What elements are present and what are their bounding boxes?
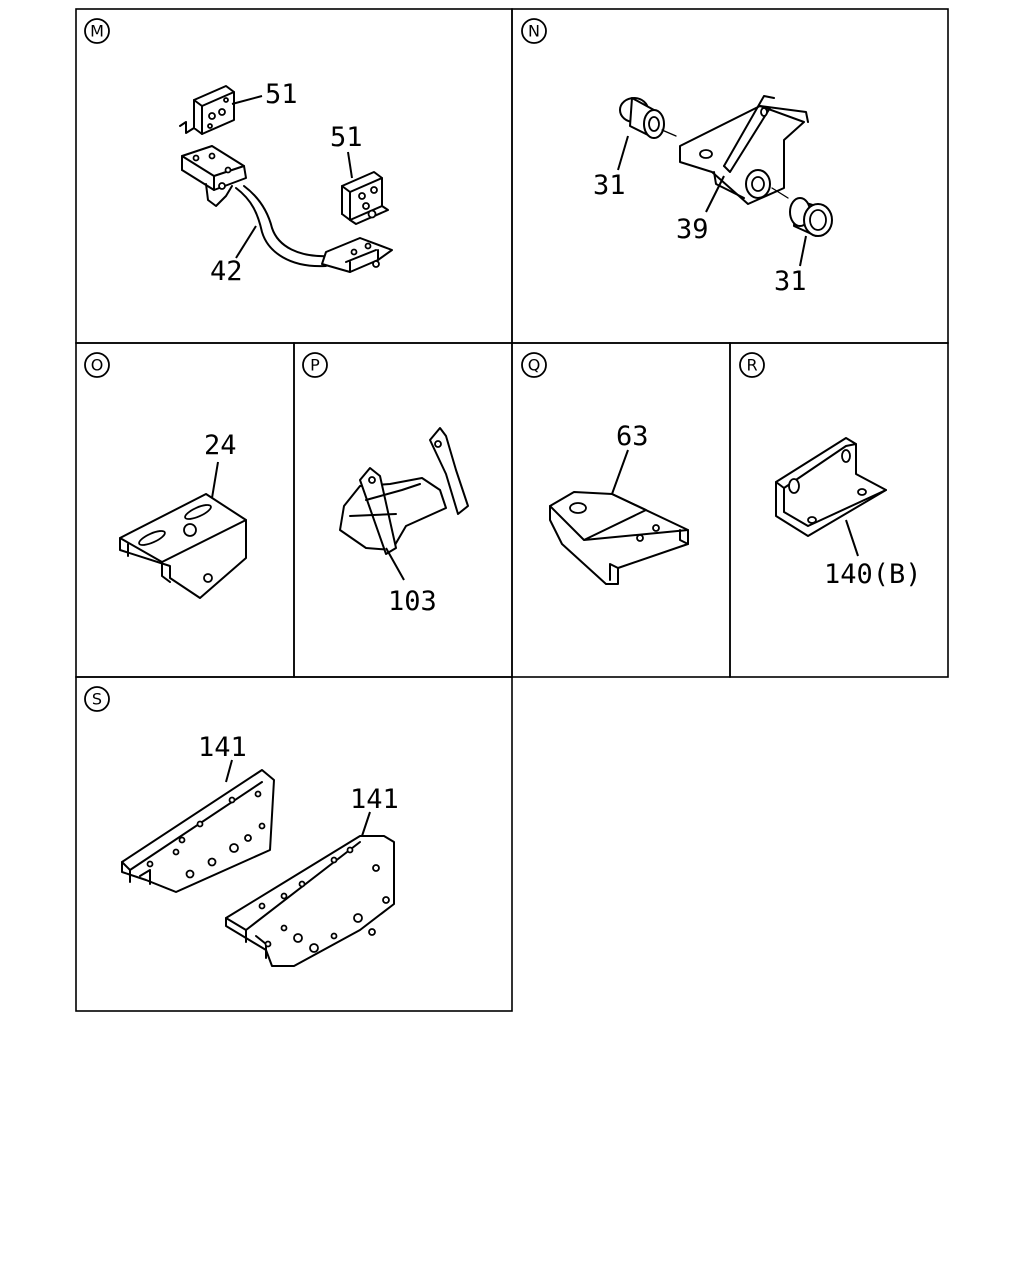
panel-marker-r: R xyxy=(739,352,765,378)
part-51-bracket-top xyxy=(179,85,235,135)
callout-31-left: 31 xyxy=(593,170,626,201)
callout-42: 42 xyxy=(210,256,243,287)
panel-marker-q: Q xyxy=(521,352,547,378)
part-39-spring-bracket xyxy=(679,95,809,205)
panel-s-part-141-right xyxy=(225,811,395,967)
svg-text:P: P xyxy=(310,356,320,375)
panel-marker-s: S xyxy=(84,686,110,712)
svg-text:Q: Q xyxy=(528,356,541,375)
svg-text:S: S xyxy=(92,690,102,709)
panel-q-part-63 xyxy=(549,449,689,585)
callout-24: 24 xyxy=(204,430,237,461)
panel-n-parts xyxy=(617,95,833,267)
callout-51-top: 51 xyxy=(265,79,298,110)
panel-marker-o: O xyxy=(84,352,110,378)
callout-39: 39 xyxy=(676,214,709,245)
svg-text:R: R xyxy=(746,356,757,375)
panel-s-part-141-left xyxy=(121,759,275,893)
panel-p-part-103 xyxy=(339,427,469,581)
svg-text:M: M xyxy=(90,22,104,41)
panel-o-part-24 xyxy=(119,461,247,599)
panel-grid xyxy=(75,8,949,1012)
panel-marker-p: P xyxy=(302,352,328,378)
part-51-bracket-right xyxy=(341,171,389,225)
callout-63: 63 xyxy=(616,421,649,452)
part-31-bushing-left xyxy=(619,97,665,139)
panel-r-part-140b xyxy=(775,437,887,557)
panel-marker-m: M xyxy=(84,18,110,44)
svg-text:O: O xyxy=(91,356,104,375)
callout-141-right: 141 xyxy=(350,784,399,815)
svg-text:N: N xyxy=(528,22,540,41)
panel-m-parts xyxy=(179,85,393,273)
callout-51-right: 51 xyxy=(330,122,363,153)
callout-140b: 140(B) xyxy=(824,559,922,590)
panel-marker-n: N xyxy=(521,18,547,44)
part-31-bushing-right xyxy=(745,169,833,237)
part-42-crossmember xyxy=(181,145,393,273)
callout-141-left: 141 xyxy=(198,732,247,763)
callout-103: 103 xyxy=(388,586,437,617)
callout-31-right: 31 xyxy=(774,266,807,297)
